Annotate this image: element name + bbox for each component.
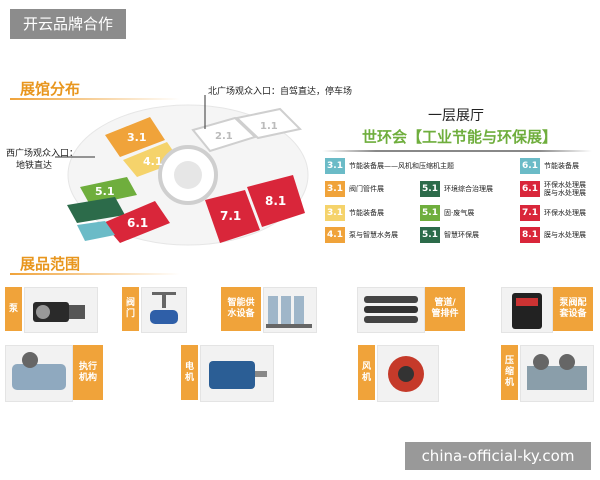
product-image-pipe (357, 287, 425, 333)
legend-code-badge: 3.1 (325, 205, 345, 221)
legend-text: 节能装备展 (544, 162, 579, 170)
product-image-motor (200, 345, 274, 402)
section-divider (10, 98, 180, 100)
product-tag-fan: 风机 (358, 345, 375, 400)
watermark: china-official-ky.com (405, 442, 591, 470)
product-tag-actuator: 执行机构 (73, 345, 103, 400)
west-entrance-label-line1: 西广场观众入口： (6, 149, 79, 159)
legend-code-badge: 3.1 (325, 158, 345, 174)
legend-item: 5.1 环境综合治理展 (420, 180, 493, 198)
hall-8-1-shape (247, 175, 305, 227)
hall-5-1b-shape (67, 197, 125, 223)
hall-subtitle: 世环会【工业节能与环保展】 (362, 128, 558, 146)
product-image-pump (24, 287, 98, 333)
legend-text: 膜与水处理展 (544, 231, 586, 239)
legend-text: 阀门管件展 (349, 185, 384, 193)
west-entrance-label-line2: 地铁直达 (16, 161, 53, 171)
legend-item: 4.1 泵与智慧水务展 (325, 226, 398, 244)
hall-6-1-teal-shape (77, 221, 115, 241)
product-tag-pump: 泵 (5, 287, 22, 331)
legend-code-badge: 5.1 (420, 181, 440, 197)
legend-code-badge: 6.1 (520, 181, 540, 197)
legend-text: 节能装备展 (349, 209, 384, 217)
hall-5-1-shape (80, 177, 137, 205)
product-image-actuator (5, 345, 73, 402)
map-label-3-1: 3.1 (127, 131, 147, 144)
product-tag-water-supply: 智能供水设备 (221, 287, 261, 331)
legend-text: 膜与水处理展 (544, 189, 586, 197)
hall-divider (322, 150, 592, 152)
product-image-compressor (520, 345, 594, 402)
legend-item: 3.1 节能装备展——风机和压缩机主题 (325, 157, 454, 175)
product-image-valve (141, 287, 187, 333)
legend-item: 7.1 环保水处理展 (520, 204, 586, 222)
legend-item: 5.1 固·废气展 (420, 204, 474, 222)
legend-code-badge: 6.1 (520, 158, 540, 174)
legend-item: 5.1 智慧环保展 (420, 226, 479, 244)
hall-1-1-shape (234, 107, 303, 140)
legend-code-badge: 7.1 (520, 205, 540, 221)
hall-4-1-shape (123, 142, 180, 177)
product-tag-pipe: 管道/管排件 (425, 287, 465, 331)
section-title-product-scope: 展品范围 (20, 255, 81, 273)
legend-text: 节能装备展——风机和压缩机主题 (349, 162, 454, 170)
legend-text: 泵与智慧水务展 (349, 231, 398, 239)
hall-6-1-shape (103, 201, 170, 243)
hall-2-1-shape (191, 116, 257, 153)
legend-text: 智慧环保展 (444, 231, 479, 239)
map-label-5-1: 5.1 (95, 185, 115, 198)
north-entrance-label: 北广场观众入口：自驾直达，停车场 (208, 87, 353, 97)
section-divider (10, 273, 180, 275)
product-tag-motor: 电机 (181, 345, 198, 400)
map-label-7-1: 7.1 (220, 209, 241, 223)
legend-item: 8.1 膜与水处理展 (520, 226, 586, 244)
section-title-hall-distribution: 展馆分布 (20, 80, 81, 98)
map-label-1-1: 1.1 (260, 121, 278, 132)
legend-item: 6.1 节能装备展 (520, 157, 579, 175)
hall-title: 一层展厅 (428, 108, 484, 124)
legend-text: 环保水处理展 (544, 181, 586, 189)
brand-badge: 开云品牌合作 (10, 9, 126, 39)
legend-code-badge: 8.1 (520, 227, 540, 243)
legend-code-badge: 5.1 (420, 227, 440, 243)
legend-item: 3.1 节能装备展 (325, 204, 384, 222)
product-image-water-supply (263, 287, 317, 333)
legend-text: 环保水处理展 (544, 209, 586, 217)
legend-item: 3.1 阀门管件展 (325, 180, 384, 198)
map-label-8-1: 8.1 (265, 194, 286, 208)
product-image-pump-valve (501, 287, 553, 333)
legend-text: 环境综合治理展 (444, 185, 493, 193)
legend-code-badge: 5.1 (420, 205, 440, 221)
floor-map: 3.1 4.1 2.1 1.1 5.1 6.1 7.1 8.1 (55, 95, 309, 246)
hall-7-1-shape (205, 190, 260, 243)
product-tag-compressor: 压缩机 (501, 345, 518, 400)
product-image-fan (377, 345, 439, 402)
map-label-2-1: 2.1 (215, 131, 233, 142)
map-label-4-1: 4.1 (143, 155, 163, 168)
legend-item: 6.1 环保水处理展膜与水处理展 (520, 180, 586, 198)
legend-text: 固·废气展 (444, 209, 475, 217)
legend-code-badge: 4.1 (325, 227, 345, 243)
hall-3-1-shape (105, 117, 165, 157)
product-tag-pump-valve: 泵阀配套设备 (553, 287, 593, 331)
map-label-6-1: 6.1 (127, 216, 148, 230)
legend-code-badge: 3.1 (325, 181, 345, 197)
product-tag-valve: 阀门 (122, 287, 139, 331)
